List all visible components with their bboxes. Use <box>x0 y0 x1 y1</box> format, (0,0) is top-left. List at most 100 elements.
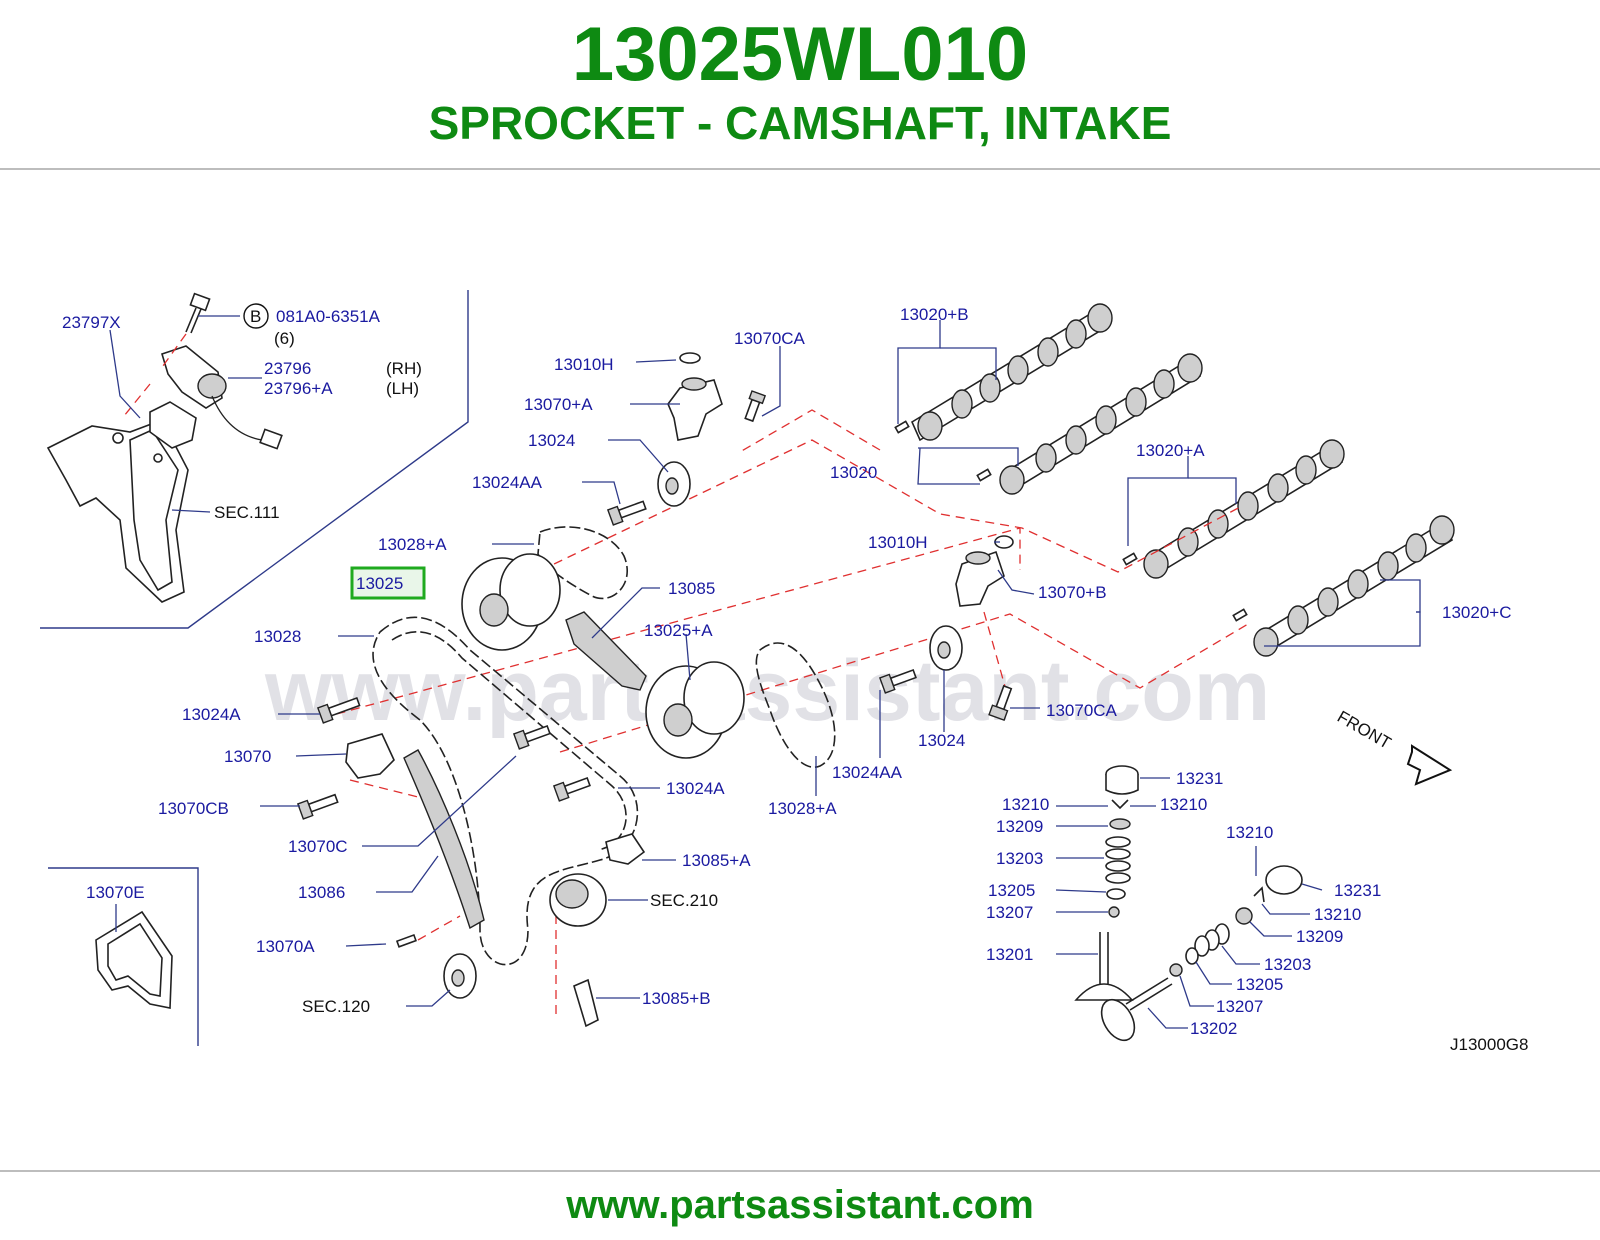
part-label-13205[interactable]: 13205 <box>1236 975 1283 994</box>
front-arrow-icon <box>1406 744 1453 786</box>
bolt-circle-letter: B <box>250 307 261 326</box>
tensioner-13070-part <box>345 733 395 779</box>
part-label-13024a[interactable]: 13024A <box>666 779 725 798</box>
camshaft-13020c-part <box>1232 515 1455 657</box>
part-label-13020a[interactable]: 13020+A <box>1136 441 1205 460</box>
intake-camshaft-sprocket-13025-part <box>461 553 561 651</box>
part-label-13020[interactable]: 13020 <box>830 463 877 482</box>
part-label-13209[interactable]: 13209 <box>996 817 1043 836</box>
chain-guide-13085b-part <box>573 978 599 1028</box>
part-label-23796a[interactable]: 23796+A <box>264 379 333 398</box>
part-label-13210[interactable]: 13210 <box>1314 905 1361 924</box>
part-label-13085[interactable]: 13085 <box>668 579 715 598</box>
timing-chain-13028a-bottom-part <box>755 642 836 768</box>
part-labels: 23797X B 081A0-6351A (6) 23796 (RH) 2379… <box>62 305 1528 1054</box>
section-label-sec120[interactable]: SEC.120 <box>302 997 370 1016</box>
part-label-13024aa[interactable]: 13024AA <box>832 763 903 782</box>
sprocket-13024-bottom-part <box>929 625 963 671</box>
part-label-13209[interactable]: 13209 <box>1296 927 1343 946</box>
part-label-13070ca[interactable]: 13070CA <box>1046 701 1118 720</box>
footer-url-link[interactable]: www.partsassistant.com <box>566 1183 1034 1227</box>
side-label-lh: (LH) <box>386 379 419 398</box>
part-label-13020c[interactable]: 13020+C <box>1442 603 1511 622</box>
part-number-title: 13025WL010 <box>571 12 1029 97</box>
part-label-13070b[interactable]: 13070+B <box>1038 583 1107 602</box>
alignment-line <box>159 333 187 371</box>
part-label-13070a[interactable]: 13070A <box>256 937 315 956</box>
part-label-13010h[interactable]: 13010H <box>554 355 614 374</box>
quantity-label: (6) <box>274 329 295 348</box>
part-label-13024[interactable]: 13024 <box>528 431 575 450</box>
part-label-13207[interactable]: 13207 <box>1216 997 1263 1016</box>
chain-guide-13085a-part <box>605 833 646 865</box>
part-description: SPROCKET - CAMSHAFT, INTAKE <box>428 97 1172 149</box>
part-label-081a0-6351a[interactable]: 081A0-6351A <box>276 307 381 326</box>
part-label-13070cb[interactable]: 13070CB <box>158 799 229 818</box>
highlight-box <box>350 566 426 600</box>
bolts <box>296 390 1013 948</box>
alignment-line <box>123 383 151 417</box>
cam-position-sensor-part <box>149 345 283 450</box>
inset-frame-bottom-left <box>48 867 199 1046</box>
part-label-13231[interactable]: 13231 <box>1176 769 1223 788</box>
part-label-13024[interactable]: 13024 <box>918 731 965 750</box>
chain-guide-13085-part <box>565 611 647 691</box>
diagram-code: J13000G8 <box>1450 1035 1528 1054</box>
camshaft-13020a-part <box>1122 439 1345 579</box>
valve-stack-left-part <box>1074 765 1139 1001</box>
part-label-13210[interactable]: 13210 <box>1002 795 1049 814</box>
crank-sprocket-part <box>443 953 477 999</box>
part-label-13085a[interactable]: 13085+A <box>682 851 751 870</box>
part-label-13203[interactable]: 13203 <box>1264 955 1311 974</box>
tensioner-13070a-plus-part <box>667 377 723 441</box>
bolt-reference-circle <box>243 303 269 329</box>
part-label-13202[interactable]: 13202 <box>1190 1019 1237 1038</box>
part-label-13024a[interactable]: 13024A <box>182 705 241 724</box>
section-label-sec111[interactable]: SEC.111 <box>214 503 280 522</box>
part-label-13070e[interactable]: 13070E <box>86 883 145 902</box>
side-label-rh: (RH) <box>386 359 422 378</box>
tensioner-sec210-part <box>549 873 607 927</box>
part-label-13210[interactable]: 13210 <box>1226 823 1273 842</box>
part-label-13028[interactable]: 13028 <box>254 627 301 646</box>
part-label-13231[interactable]: 13231 <box>1334 881 1381 900</box>
part-label-13207[interactable]: 13207 <box>986 903 1033 922</box>
part-label-13020b[interactable]: 13020+B <box>900 305 969 324</box>
part-label-13210[interactable]: 13210 <box>1160 795 1207 814</box>
header-divider <box>0 168 1600 170</box>
part-label-23796[interactable]: 23796 <box>264 359 311 378</box>
bolt-part <box>185 292 211 334</box>
part-label-13025a[interactable]: 13025+A <box>644 621 713 640</box>
inset-frame-top-left <box>40 290 469 629</box>
watermark-text: www.partsassistant.com <box>264 643 1270 739</box>
part-label-13203[interactable]: 13203 <box>996 849 1043 868</box>
part-label-13028a[interactable]: 13028+A <box>768 799 837 818</box>
gasket-part <box>95 910 173 1009</box>
valve-stack-right-part <box>1100 865 1303 1042</box>
part-label-13085b[interactable]: 13085+B <box>642 989 711 1008</box>
timing-cover-part <box>46 419 189 603</box>
sprocket-13024-top-part <box>657 461 691 507</box>
part-label-13028a[interactable]: 13028+A <box>378 535 447 554</box>
o-ring-13010h-part <box>679 352 701 364</box>
part-label-13070ca[interactable]: 13070CA <box>734 329 806 348</box>
part-label-13070[interactable]: 13070 <box>224 747 271 766</box>
front-direction-indicator: FRONT <box>1334 707 1453 786</box>
camshaft-13020-part <box>976 353 1203 495</box>
chain-guide-13086-part <box>403 749 485 930</box>
footer-divider <box>0 1170 1600 1172</box>
intake-camshaft-sprocket-13025a-part <box>645 661 745 759</box>
part-label-13086[interactable]: 13086 <box>298 883 345 902</box>
tensioner-13070b-part <box>955 550 1005 607</box>
part-label-13010h[interactable]: 13010H <box>868 533 928 552</box>
part-label-13024aa[interactable]: 13024AA <box>472 473 543 492</box>
part-label-13205[interactable]: 13205 <box>988 881 1035 900</box>
part-label-13025-highlighted[interactable]: 13025 <box>356 574 403 593</box>
part-label-13070a-plus[interactable]: 13070+A <box>524 395 593 414</box>
part-label-13070c[interactable]: 13070C <box>288 837 348 856</box>
front-label: FRONT <box>1334 707 1394 753</box>
section-label-sec210[interactable]: SEC.210 <box>650 891 718 910</box>
part-label-23797x[interactable]: 23797X <box>62 313 121 332</box>
part-label-13201[interactable]: 13201 <box>986 945 1033 964</box>
